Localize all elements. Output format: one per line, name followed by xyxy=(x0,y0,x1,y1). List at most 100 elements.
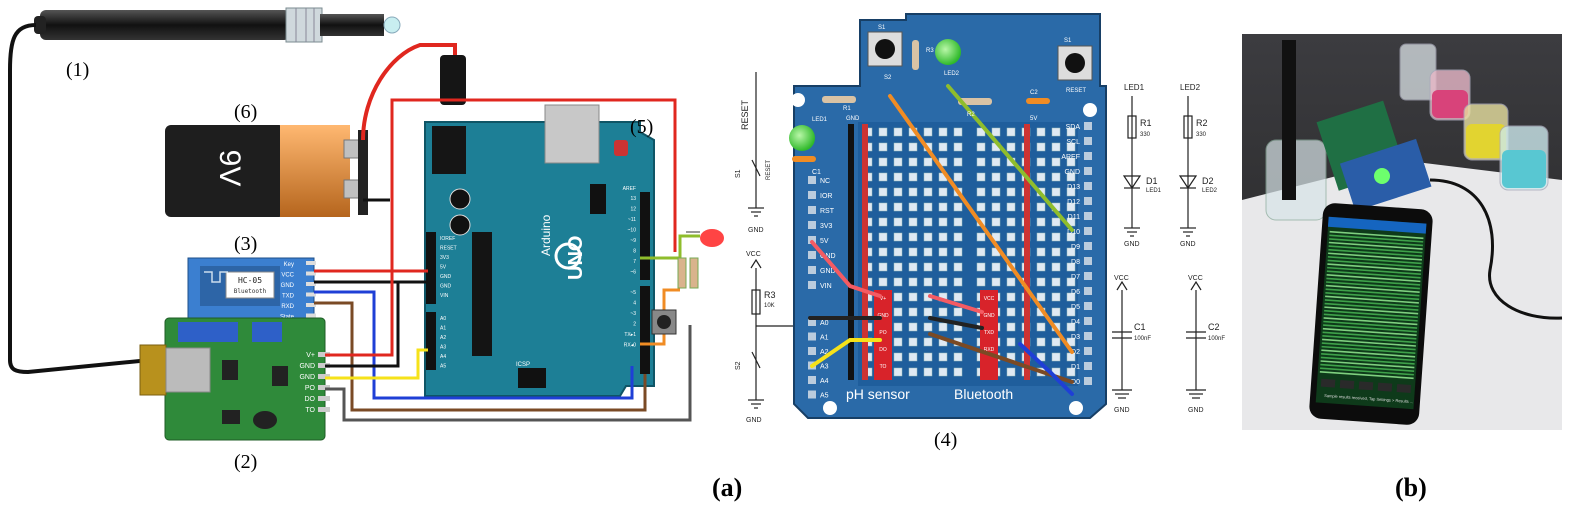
phone-row xyxy=(1323,324,1417,333)
phone-status-text: Sample results received, Tap Settings > … xyxy=(1324,393,1413,404)
grid-hole xyxy=(991,172,1001,182)
shield-right-pin: D6 xyxy=(1071,289,1080,296)
grid-hole xyxy=(1066,247,1076,257)
shield-text: LED1 LED2 R1 R2 R3 S1 S2 S1 RESET C1 C2 … xyxy=(812,25,1086,402)
grid-hole xyxy=(1051,217,1061,227)
grid-hole xyxy=(893,322,903,332)
sch2-d2-sub: LED2 xyxy=(1202,188,1218,194)
grid-hole xyxy=(976,142,986,152)
grid-hole xyxy=(1066,367,1076,377)
grid-hole xyxy=(953,217,963,227)
bt-pin xyxy=(306,292,316,297)
ph-strip-label: DO xyxy=(879,347,887,353)
shield-right-pin: D9 xyxy=(1071,244,1080,251)
grid-hole xyxy=(893,352,903,362)
grid-hole xyxy=(893,292,903,302)
grid-hole xyxy=(893,247,903,257)
phone-button[interactable] xyxy=(1377,382,1393,392)
shield-right-headers: SDASCLAREFGNDD13D12D11D10D9D8D7D6D5D4D3D… xyxy=(1061,122,1092,386)
phone-button[interactable] xyxy=(1339,380,1355,389)
header-hole xyxy=(808,390,816,399)
grid-hole xyxy=(1051,292,1061,302)
arduino-digital-pin: ~9 xyxy=(630,238,636,244)
grid-hole xyxy=(938,127,948,137)
header-hole xyxy=(1084,137,1092,145)
grid-hole xyxy=(923,232,933,242)
ph-pin xyxy=(318,396,330,401)
grid-hole xyxy=(938,367,948,377)
arduino-digital-pin: 12 xyxy=(630,207,636,213)
header-hole xyxy=(808,206,816,214)
shield-r2: R2 xyxy=(967,112,975,118)
grid-hole xyxy=(1066,292,1076,302)
phone-row xyxy=(1324,309,1418,319)
shield-left-pin: GND xyxy=(820,253,836,260)
phone-row xyxy=(1322,338,1416,347)
grid-hole xyxy=(878,187,888,197)
bt-pin-label: Key xyxy=(284,262,294,268)
shield-s1b: S1 xyxy=(1064,38,1072,44)
ph-pin-label: GND xyxy=(299,363,315,370)
grid-hole xyxy=(878,232,888,242)
caption-b: (b) xyxy=(1395,473,1427,502)
grid-hole xyxy=(938,202,948,212)
grid-hole xyxy=(1066,277,1076,287)
label-battery: (6) xyxy=(234,101,257,123)
grid-hole xyxy=(953,352,963,362)
grid-hole xyxy=(923,307,933,317)
phone-row xyxy=(1326,277,1421,286)
header-hole xyxy=(1084,242,1092,250)
grid-hole xyxy=(991,262,1001,272)
phone-button[interactable] xyxy=(1320,378,1336,388)
phone-row xyxy=(1329,230,1424,240)
bt-pin xyxy=(306,303,316,307)
grid-hole xyxy=(1051,172,1061,182)
shield-r3: R3 xyxy=(926,48,934,54)
header-hole xyxy=(1084,152,1092,160)
grid-hole xyxy=(1066,142,1076,152)
ph-strip-label: GND xyxy=(877,313,889,319)
bt-pin-label: TXD xyxy=(282,294,295,300)
header-hole xyxy=(808,281,816,289)
shield-right-pin: D1 xyxy=(1071,364,1080,371)
grid-hole xyxy=(938,277,948,287)
sch2-led2: LED2 xyxy=(1180,83,1201,92)
grid-hole xyxy=(991,277,1001,287)
arduino-digital-pin: ~5 xyxy=(630,290,636,296)
arduino-power-pin: 3V3 xyxy=(440,255,449,261)
grid-hole xyxy=(908,142,918,152)
shield-left-pin: 3V3 xyxy=(820,223,833,230)
grid-hole xyxy=(1051,262,1061,272)
arduino-power-pin: VIN xyxy=(440,293,449,299)
shield-analog-pin: A2 xyxy=(820,349,829,356)
ph-pin-label: DO xyxy=(305,396,316,403)
grid-hole xyxy=(1051,247,1061,257)
shield-analog-pin: A5 xyxy=(820,393,829,400)
grid-hole xyxy=(991,217,1001,227)
shield-s2: S2 xyxy=(884,75,892,81)
phone-row xyxy=(1321,353,1415,362)
caption-a: (a) xyxy=(712,473,742,502)
grid-hole xyxy=(923,172,933,182)
label-probe: (1) xyxy=(66,59,89,81)
grid-hole xyxy=(953,292,963,302)
grid-hole xyxy=(878,217,888,227)
grid-hole xyxy=(1006,187,1016,197)
grid-hole xyxy=(1006,277,1016,287)
grid-hole xyxy=(1006,127,1016,137)
phone-button[interactable] xyxy=(1358,381,1374,391)
grid-hole xyxy=(1066,307,1076,317)
grid-hole xyxy=(893,202,903,212)
phone-row xyxy=(1322,335,1417,344)
phone-row xyxy=(1320,363,1415,372)
grid-hole xyxy=(938,322,948,332)
shield-right-pin: D13 xyxy=(1067,184,1080,191)
grid-hole xyxy=(1066,172,1076,182)
prototyping-grid xyxy=(848,124,1076,380)
grid-hole xyxy=(953,307,963,317)
shield-right-pin: D4 xyxy=(1071,319,1080,326)
phone-button[interactable] xyxy=(1396,383,1412,393)
phone-row xyxy=(1328,245,1423,254)
